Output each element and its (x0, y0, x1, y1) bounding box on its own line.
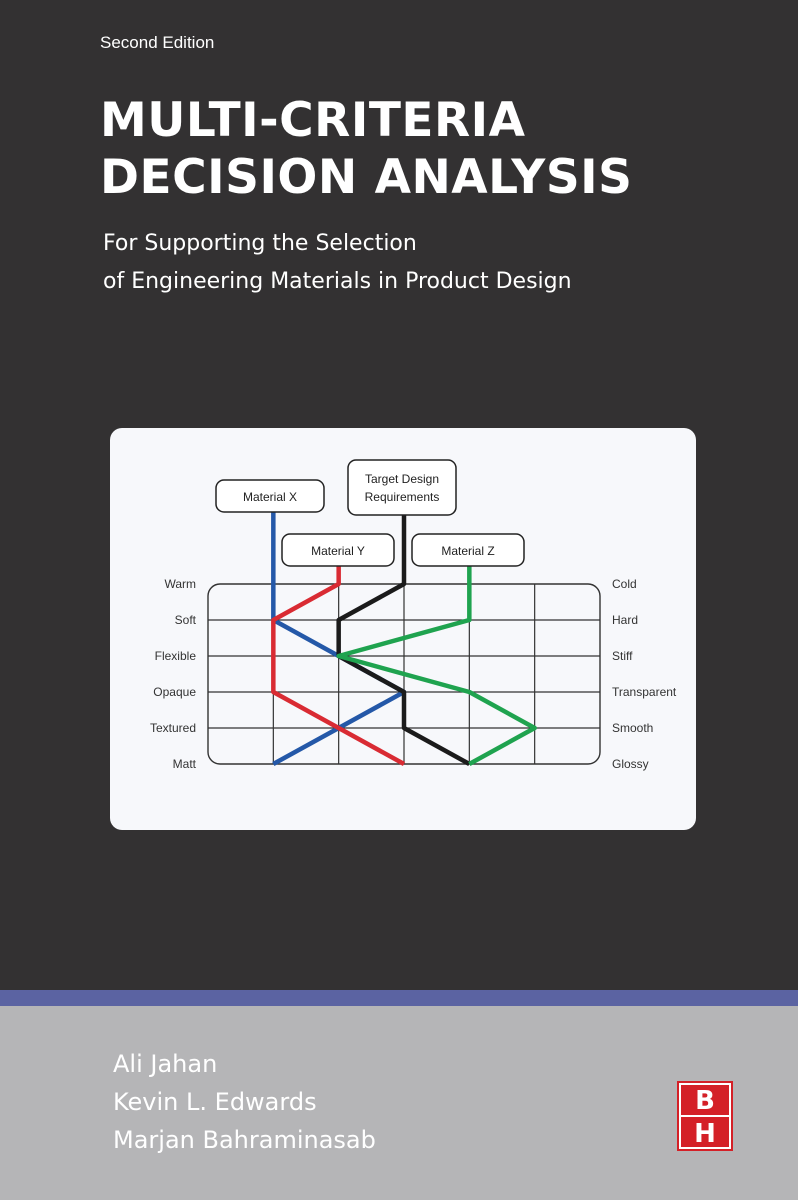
left-row-label: Matt (173, 757, 197, 771)
divider-band (0, 990, 798, 1006)
right-row-label: Glossy (612, 757, 649, 771)
title-line-1: MULTI-CRITERIA (100, 93, 526, 148)
right-row-label: Cold (612, 577, 637, 591)
diagram-lines (271, 512, 537, 766)
left-row-label: Flexible (155, 649, 197, 663)
logo-letter-bottom: H (694, 1119, 716, 1149)
author-list: Ali Jahan Kevin L. Edwards Marjan Bahram… (113, 1045, 376, 1159)
material-z-box: Material Z (411, 533, 525, 567)
book-title: MULTI-CRITERIA DECISION ANALYSIS (100, 92, 633, 206)
material-y-line (271, 566, 406, 766)
subtitle-line-2: of Engineering Materials in Product Desi… (103, 269, 572, 294)
subtitle-line-1: For Supporting the Selection (103, 231, 417, 256)
left-row-label: Opaque (153, 685, 196, 699)
right-row-label: Smooth (612, 721, 653, 735)
material-z-line (336, 566, 537, 766)
author-3: Marjan Bahraminasab (113, 1126, 376, 1154)
target-box: Target Design Requirements (347, 459, 457, 516)
right-row-label: Stiff (612, 649, 633, 663)
logo-letter-top: B (695, 1086, 715, 1116)
right-row-label: Hard (612, 613, 638, 627)
title-line-2: DECISION ANALYSIS (100, 150, 633, 205)
material-x-label: Material X (243, 490, 297, 504)
left-row-label: Textured (150, 721, 196, 735)
left-row-label: Soft (175, 613, 197, 627)
diagram-boxes: Material X Target Design Requirements Ma… (215, 459, 525, 567)
author-2: Kevin L. Edwards (113, 1088, 317, 1116)
material-x-box: Material X (215, 479, 325, 513)
material-y-label: Material Y (311, 544, 365, 558)
target-label-line-2: Requirements (365, 490, 440, 504)
edition-label: Second Edition (100, 33, 215, 52)
target-label-line-1: Target Design (365, 472, 439, 486)
right-row-label: Transparent (612, 685, 677, 699)
left-row-label: Warm (164, 577, 196, 591)
material-z-label: Material Z (441, 544, 494, 558)
footer-band (0, 1006, 798, 1200)
material-y-box: Material Y (281, 533, 395, 567)
book-subtitle: For Supporting the Selection of Engineer… (103, 225, 572, 301)
publisher-logo: B H (677, 1081, 733, 1151)
author-1: Ali Jahan (113, 1050, 218, 1078)
